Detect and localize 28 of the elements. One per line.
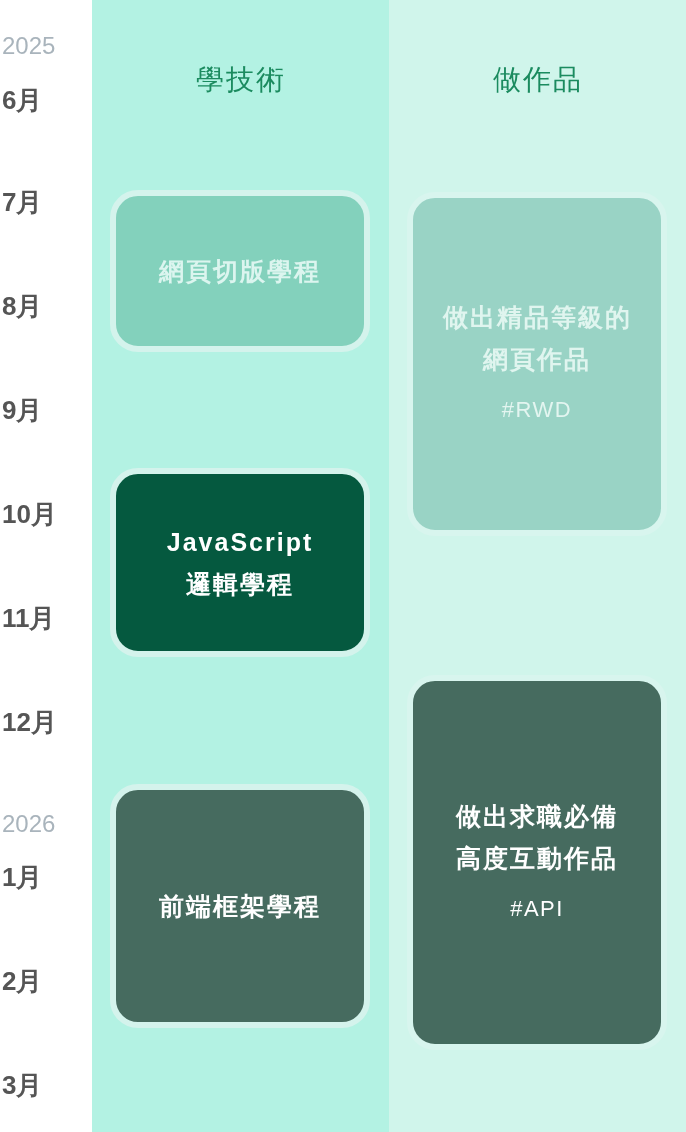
column-band [92,0,389,1132]
month-label: 2月 [2,965,43,998]
month-label: 1月 [2,861,43,894]
month-label: 12月 [2,706,57,739]
timeline-card [407,675,667,1050]
month-label: 9月 [2,394,43,427]
timeline-card [407,192,667,536]
card-title: 做出求職必備高度互動作品 [454,800,619,874]
card-title: JavaScript 邏輯學程 [165,526,315,600]
column-heading: 學技術 [195,63,286,97]
month-label: 8月 [2,290,43,323]
card-title: 網頁切版學程 [159,256,321,287]
column-band [389,0,686,1132]
month-label: 6月 [2,84,43,117]
column-heading: 做作品 [492,63,583,97]
month-label: 3月 [2,1069,43,1102]
month-label: 11月 [2,602,56,635]
timeline-card [110,784,370,1028]
tag-text: #API [510,894,564,923]
year-label: 2026 [2,809,56,839]
year-label: 2025 [2,31,56,61]
month-label: 7月 [2,186,43,219]
card-title: 前端框架學程 [159,891,321,922]
timeline-card [110,190,370,352]
month-label: 10月 [2,498,57,531]
card-title: 做出精品等級的網頁作品 [441,302,633,375]
tag-text: #RWD [501,396,573,424]
timeline-card [110,468,370,657]
